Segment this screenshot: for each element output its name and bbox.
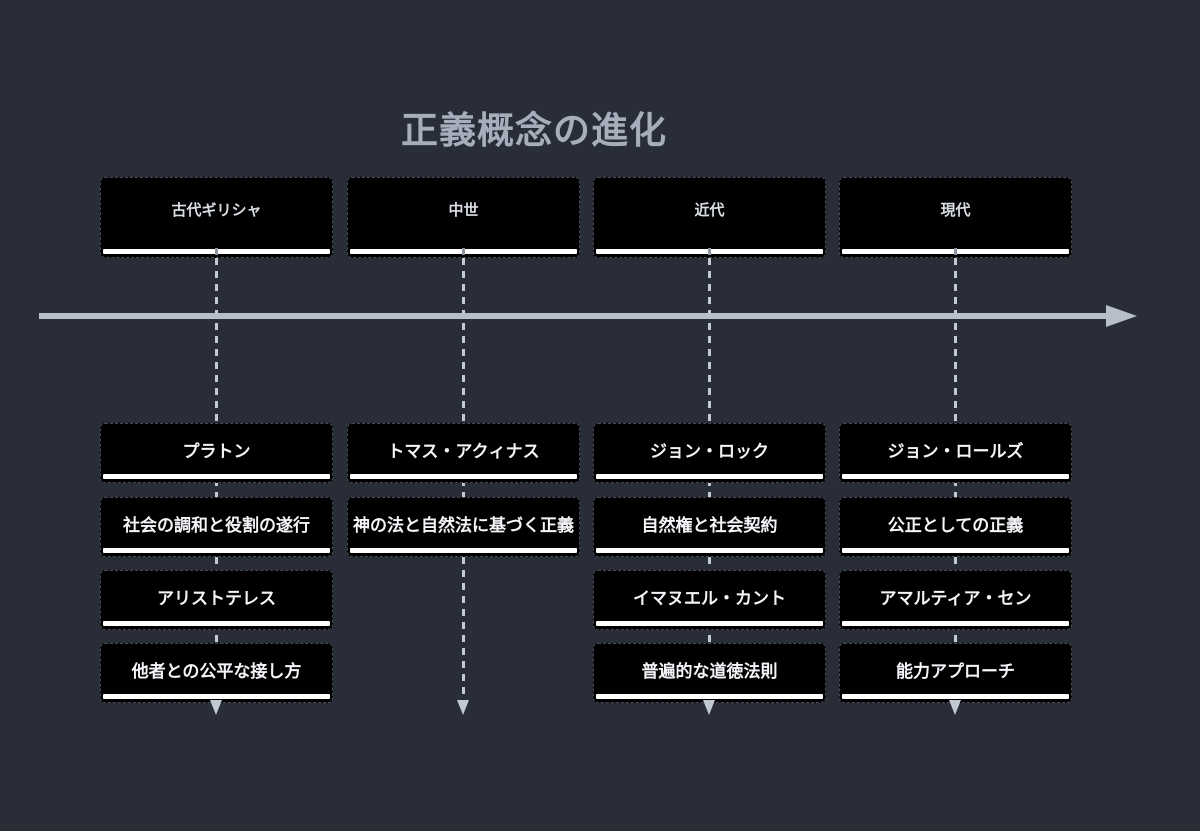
- concept-text: 社会の調和と役割の遂行: [123, 516, 310, 535]
- era-box: 古代ギリシャ: [100, 177, 333, 258]
- concept-text: 公正としての正義: [887, 516, 1024, 535]
- concept-box: 自然権と社会契約: [593, 497, 826, 557]
- diagram-title: 正義概念の進化: [401, 110, 667, 151]
- timeline-axis-line: [39, 313, 1109, 319]
- person-name: プラトン: [182, 442, 251, 461]
- person-box: イマヌエル・カント: [593, 570, 826, 630]
- era-connector-arrowhead-icon: [457, 700, 469, 715]
- concept-box: 社会の調和と役割の遂行: [100, 497, 333, 557]
- concept-text: 能力アプローチ: [896, 662, 1015, 681]
- person-box: ジョン・ロールズ: [839, 423, 1072, 483]
- box-underline: [842, 694, 1069, 699]
- era-label: 近代: [694, 202, 725, 219]
- box-underline: [103, 694, 330, 699]
- era-label: 古代ギリシャ: [171, 202, 262, 219]
- concept-text: 普遍的な道徳法則: [641, 662, 778, 681]
- box-underline: [350, 548, 577, 553]
- box-underline: [596, 474, 823, 479]
- concept-box: 能力アプローチ: [839, 643, 1072, 703]
- concept-box: 公正としての正義: [839, 497, 1072, 557]
- connector-tick: [708, 248, 711, 255]
- box-underline: [842, 548, 1069, 553]
- era-box: 現代: [839, 177, 1072, 258]
- box-underline: [842, 474, 1069, 479]
- connector-tick: [954, 248, 957, 255]
- person-box: ジョン・ロック: [593, 423, 826, 483]
- person-box: アマルティア・セン: [839, 570, 1072, 630]
- connector-tick: [215, 248, 218, 255]
- box-underline: [596, 621, 823, 626]
- person-name: ジョン・ロールズ: [887, 442, 1024, 461]
- era-label: 中世: [448, 202, 479, 219]
- person-name: アリストテレス: [157, 589, 276, 608]
- concept-box: 普遍的な道徳法則: [593, 643, 826, 703]
- era-box: 中世: [347, 177, 580, 258]
- era-connector-arrowhead-icon: [210, 700, 222, 715]
- box-underline: [103, 548, 330, 553]
- concept-box: 他者との公平な接し方: [100, 643, 333, 703]
- era-box: 近代: [593, 177, 826, 258]
- box-underline: [103, 621, 330, 626]
- timeline-axis-arrowhead-icon: [1106, 305, 1137, 327]
- person-box: プラトン: [100, 423, 333, 483]
- concept-text: 神の法と自然法に基づく正義: [353, 516, 574, 535]
- person-box: トマス・アクィナス: [347, 423, 580, 483]
- era-label: 現代: [940, 202, 971, 219]
- era-connector-arrowhead-icon: [703, 700, 715, 715]
- person-box: アリストテレス: [100, 570, 333, 630]
- person-name: ジョン・ロック: [650, 442, 769, 461]
- person-name: イマヌエル・カント: [633, 589, 786, 608]
- era-connector-arrowhead-icon: [949, 700, 961, 715]
- box-underline: [842, 621, 1069, 626]
- box-underline: [596, 548, 823, 553]
- concept-text: 他者との公平な接し方: [131, 662, 302, 681]
- box-underline: [596, 694, 823, 699]
- concept-box: 神の法と自然法に基づく正義: [347, 497, 580, 557]
- box-underline: [350, 474, 577, 479]
- person-name: トマス・アクィナス: [387, 442, 540, 461]
- box-underline: [103, 474, 330, 479]
- connector-tick: [462, 248, 465, 255]
- concept-text: 自然権と社会契約: [641, 516, 778, 535]
- person-name: アマルティア・セン: [879, 589, 1032, 608]
